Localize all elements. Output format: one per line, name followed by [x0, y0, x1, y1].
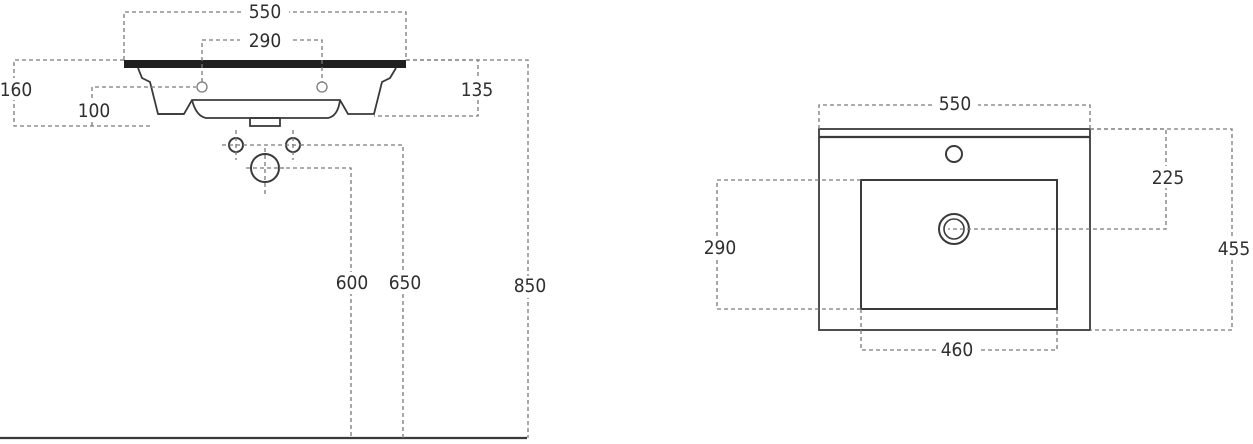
dim-455-label: 455 [1218, 238, 1251, 260]
dim-290-front-label: 290 [249, 30, 282, 52]
basin-bowl-bottom [191, 99, 341, 119]
tap-hole [945, 145, 963, 163]
tap-hole-right-marker [316, 81, 328, 93]
front-view: 550 290 160 100 135 600 650 850 [0, 0, 550, 440]
dim-850-label: 850 [514, 275, 547, 297]
dim-850-line [406, 59, 529, 438]
basin-body-outline [137, 67, 397, 115]
top-view: 550 225 455 290 460 [700, 92, 1253, 361]
dim-650-label: 650 [389, 272, 422, 294]
basin-top-slab [124, 60, 406, 68]
drain-outlet [249, 117, 281, 127]
dim-100-label: 100 [78, 100, 111, 122]
dim-460-label: 460 [941, 339, 974, 361]
dim-225-label: 225 [1152, 167, 1185, 189]
basin-inner-bowl [860, 179, 1058, 310]
dim-160-label: 160 [0, 79, 32, 101]
dim-550-front-label: 550 [249, 1, 282, 23]
dim-100-line [91, 86, 196, 126]
dim-550-top-label: 550 [939, 93, 972, 115]
tap-hole-left-marker [196, 81, 208, 93]
dim-455-line [1090, 128, 1233, 331]
dim-600-line [279, 167, 352, 438]
dim-290-top-label: 290 [704, 237, 737, 259]
dim-600-label: 600 [336, 272, 369, 294]
dim-290-top-line [716, 179, 861, 310]
dim-135-label: 135 [461, 79, 494, 101]
